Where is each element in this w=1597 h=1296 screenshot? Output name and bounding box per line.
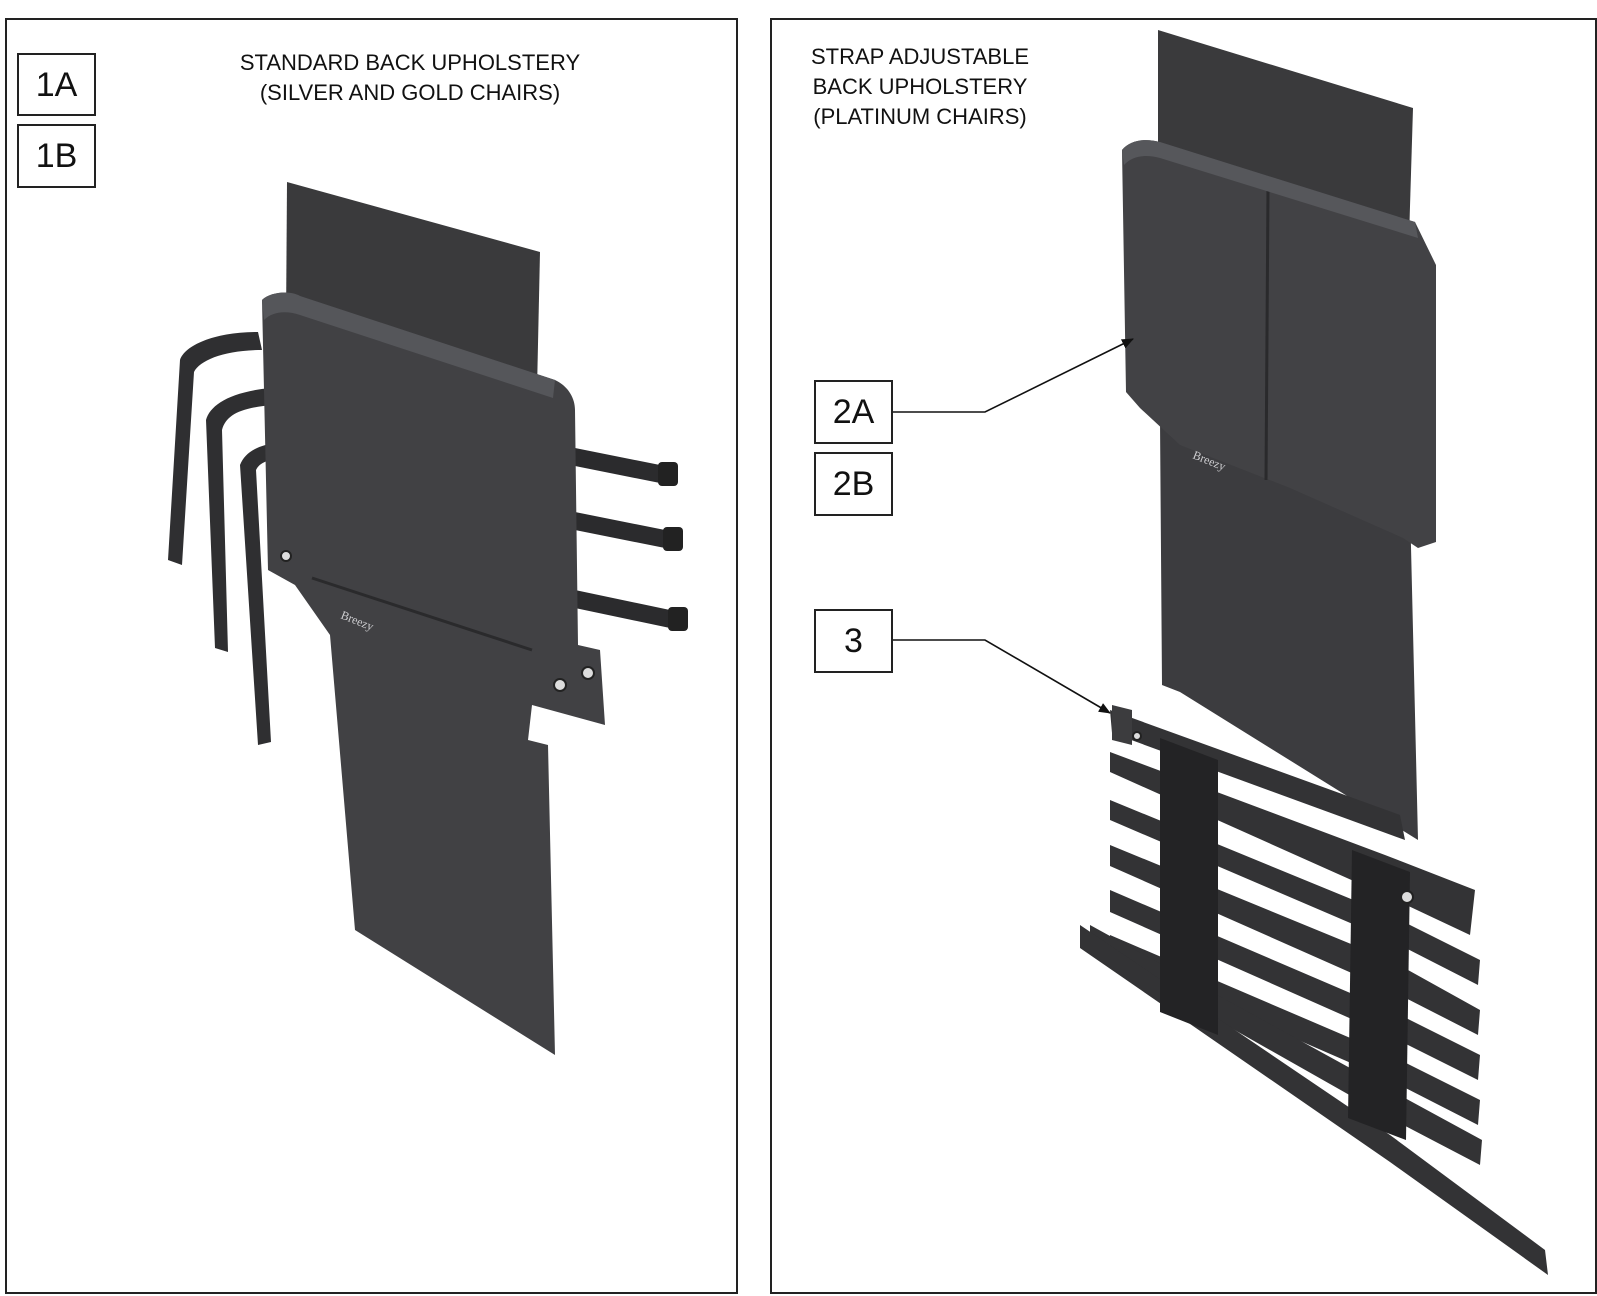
callout-1b: 1B [17, 124, 96, 188]
right-title-line-2: BACK UPHOLSTERY [812, 74, 1028, 99]
right-title-line-3: (PLATINUM CHAIRS) [813, 104, 1027, 129]
left-title-line-2: (SILVER AND GOLD CHAIRS) [259, 80, 561, 105]
callout-3: 3 [814, 609, 893, 673]
callout-2b: 2B [814, 452, 893, 516]
right-title-line-1: STRAP ADJUSTABLE [810, 44, 1030, 69]
strap-adjustable-upholstery-image [1122, 30, 1436, 840]
callout-1a: 1A [17, 53, 96, 116]
leader-line-3 [893, 639, 1111, 714]
strap-assembly-image [1080, 705, 1548, 1275]
leader-line-2a [893, 338, 1134, 413]
right-panel-title: STRAP ADJUSTABLE BACK UPHOLSTERY (PLATIN… [790, 42, 1050, 132]
left-panel-title: STANDARD BACK UPHOLSTERY (SILVER AND GOL… [200, 48, 620, 108]
callout-2a: 2A [814, 380, 893, 444]
standard-back-upholstery-image [168, 182, 688, 1055]
left-title-line-1: STANDARD BACK UPHOLSTERY [239, 50, 581, 75]
